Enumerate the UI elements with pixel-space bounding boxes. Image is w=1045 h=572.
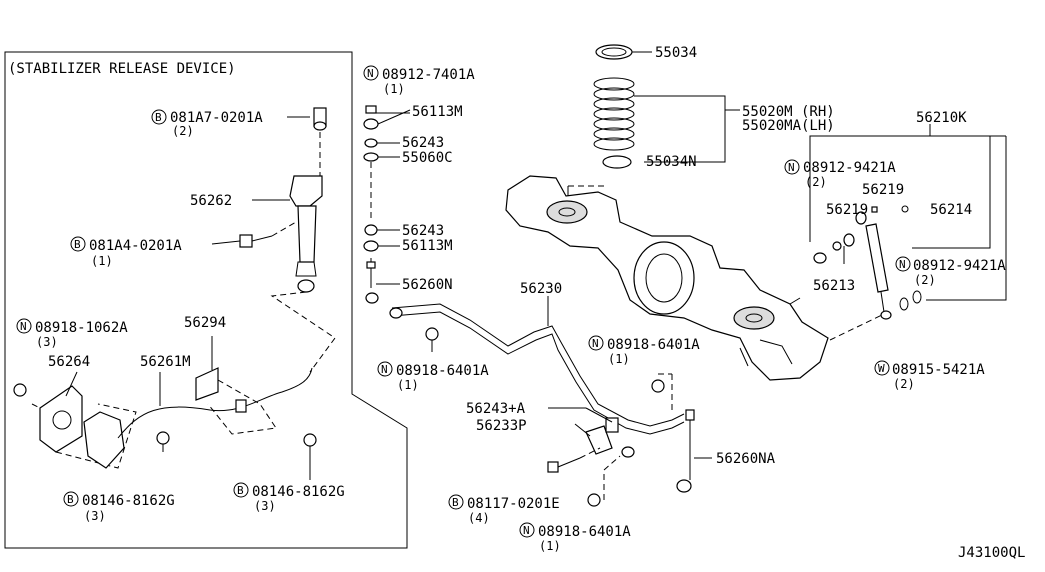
marker-n: N	[381, 363, 388, 376]
label-08918-1062a: 08918-1062A	[35, 320, 128, 336]
label-55034n: 55034N	[646, 154, 697, 170]
label-56260n: 56260N	[402, 277, 453, 293]
label-56210k: 56210K	[916, 110, 967, 126]
label-56214: 56214	[930, 202, 972, 218]
qty-08918-1062a: (3)	[36, 335, 58, 349]
label-08146-8162g-right: 08146-8162G	[252, 484, 345, 500]
label-08117-0201e: 08117-0201E	[467, 496, 560, 512]
qty-08912-9421a-top: (2)	[805, 175, 827, 189]
label-081a7-0201a: 081A7-0201A	[170, 110, 263, 126]
stabilizer-release-device-box: (STABILIZER RELEASE DEVICE)	[4, 51, 408, 549]
marker-n: N	[523, 524, 530, 537]
label-56233p: 56233P	[476, 418, 527, 434]
marker-b: B	[67, 493, 74, 506]
release-device-parts	[13, 107, 336, 480]
qty-081a7-0201a: (2)	[172, 124, 194, 138]
label-08918-6401a-right: 08918-6401A	[607, 337, 700, 353]
marker-n: N	[20, 320, 27, 333]
center-top-hardware	[363, 105, 411, 304]
label-56260na: 56260NA	[716, 451, 776, 467]
qty-08117-0201e: (4)	[468, 511, 490, 525]
rear-axle-housing	[505, 175, 829, 381]
label-55020m-rh: 55020M (RH)	[742, 104, 835, 120]
label-56113m-mid: 56113M	[402, 238, 453, 254]
qty-08918-6401a-bottom: (1)	[539, 539, 561, 553]
label-56243a: 56243+A	[466, 401, 526, 417]
box-title: (STABILIZER RELEASE DEVICE)	[8, 61, 236, 77]
marker-b: B	[155, 111, 162, 124]
qty-08915-5421a: (2)	[893, 377, 915, 391]
label-08915-5421a: 08915-5421A	[892, 362, 985, 378]
qty-08912-7401a: (1)	[383, 82, 405, 96]
label-56213: 56213	[813, 278, 855, 294]
lower-center-hardware	[425, 327, 673, 507]
label-08918-6401a-left: 08918-6401A	[396, 363, 489, 379]
label-55020ma-lh: 55020MA(LH)	[742, 118, 835, 134]
qty-08918-6401a-right: (1)	[608, 352, 630, 366]
marker-n: N	[788, 161, 795, 174]
label-08912-9421a-top: 08912-9421A	[803, 160, 896, 176]
part-labels: 55034 55020M (RH) 55020MA(LH) 55034N 562…	[16, 45, 1025, 561]
marker-n: N	[899, 258, 906, 271]
label-56261m: 56261M	[140, 354, 191, 370]
label-08918-6401a-bottom: 08918-6401A	[538, 524, 631, 540]
label-55060c: 55060C	[402, 150, 453, 166]
coil-spring	[593, 77, 635, 151]
diagram-code: J43100QL	[958, 545, 1025, 561]
qty-081a4-0201a: (1)	[91, 254, 113, 268]
label-56219-a: 56219	[862, 182, 904, 198]
marker-b: B	[452, 496, 459, 509]
qty-08146-8162g-right: (3)	[254, 499, 276, 513]
label-56113m-top: 56113M	[412, 104, 463, 120]
label-081a4-0201a: 081A4-0201A	[89, 238, 182, 254]
qty-08912-9421a-right: (2)	[914, 273, 936, 287]
coil-spring-assembly	[567, 44, 740, 205]
label-56262: 56262	[190, 193, 232, 209]
label-56243-mid: 56243	[402, 223, 444, 239]
marker-b: B	[74, 238, 81, 251]
label-56230: 56230	[520, 281, 562, 297]
qty-08146-8162g-left: (3)	[84, 509, 106, 523]
marker-n: N	[592, 337, 599, 350]
label-56294: 56294	[184, 315, 226, 331]
label-08146-8162g-left: 08146-8162G	[82, 493, 175, 509]
marker-w: W	[878, 362, 885, 375]
qty-08918-6401a-left: (1)	[397, 378, 419, 392]
stabilizer-bar	[389, 296, 712, 493]
marker-b: B	[237, 484, 244, 497]
label-55034: 55034	[655, 45, 697, 61]
label-56243-top: 56243	[402, 135, 444, 151]
label-56264: 56264	[48, 354, 90, 370]
label-08912-7401a: 08912-7401A	[382, 67, 475, 83]
label-08912-9421a-right: 08912-9421A	[913, 258, 1006, 274]
shock-absorber-group	[809, 124, 1007, 341]
marker-n: N	[367, 67, 374, 80]
label-56219-b: 56219	[826, 202, 868, 218]
